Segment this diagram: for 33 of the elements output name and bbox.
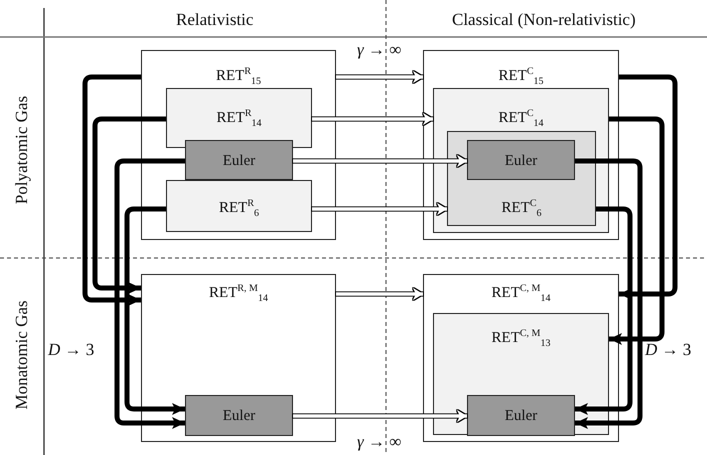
- model-box: [166, 180, 312, 232]
- euler-box: [185, 140, 293, 180]
- limit-arrow: [575, 158, 642, 429]
- model-name: Euler: [222, 152, 256, 170]
- euler-box: [185, 395, 293, 436]
- limit-label: D → 3: [645, 340, 692, 360]
- limit-arrow: [609, 116, 664, 345]
- model-box: [166, 88, 312, 148]
- model-name: Euler: [504, 152, 538, 170]
- column-header: Classical (Non-relativistic): [452, 10, 636, 30]
- model-box: [423, 50, 619, 240]
- model-box: [141, 274, 336, 442]
- euler-box: [467, 395, 575, 436]
- model-name: Euler: [504, 407, 538, 425]
- limit-arrow: [114, 158, 185, 429]
- model-name: Euler: [222, 407, 256, 425]
- model-box: [141, 50, 336, 240]
- limit-arrow: [619, 74, 678, 300]
- row-header: Polyatomic Gas: [12, 96, 32, 204]
- limit-label: γ → ∞: [357, 40, 402, 60]
- model-box: [447, 131, 596, 226]
- model-box: [423, 274, 619, 442]
- euler-box: [467, 140, 575, 180]
- limit-arrow: [124, 206, 185, 415]
- row-header: Monatomic Gas: [12, 300, 32, 410]
- limit-arrow: [92, 116, 166, 294]
- limit-label: γ → ∞: [357, 432, 402, 452]
- limit-label: D → 3: [48, 340, 94, 360]
- limit-arrow: [575, 206, 632, 415]
- model-box: [433, 313, 609, 435]
- model-box: [433, 88, 609, 233]
- column-header: Relativistic: [176, 10, 254, 30]
- limit-arrow: [82, 74, 141, 306]
